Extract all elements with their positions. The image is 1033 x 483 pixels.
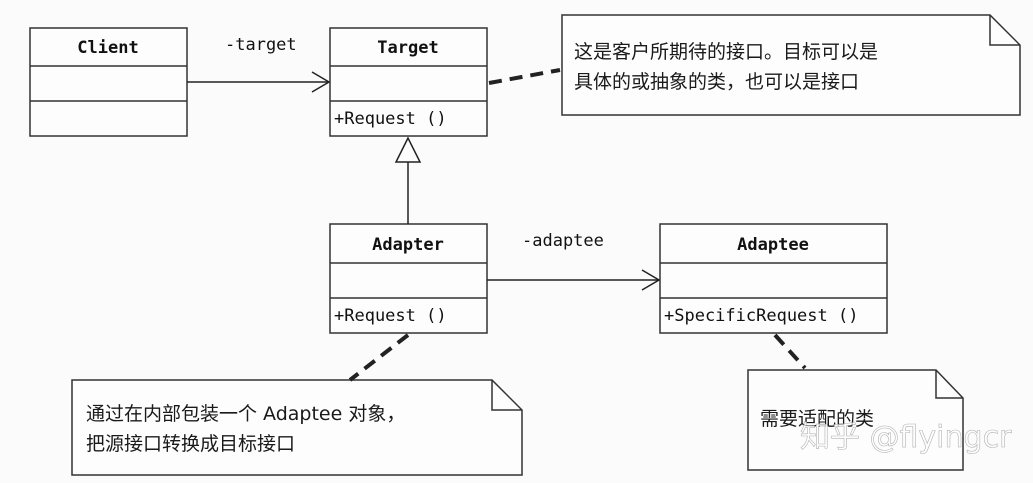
arrowhead-icon (311, 71, 331, 93)
note-adapter-line-1: 通过在内部包装一个 Adaptee 对象， (86, 403, 405, 425)
note-adaptee-line-1: 需要适配的类 (760, 408, 874, 430)
watermark: 知乎 @flyingcr (800, 420, 1012, 455)
role-label-adaptee: -adaptee (522, 231, 604, 251)
note-target-line-1: 这是客户所期待的接口。目标可以是 (574, 41, 878, 63)
class-name-adapter: Adapter (372, 235, 444, 255)
class-target (329, 27, 488, 137)
note-target (561, 14, 1021, 116)
note-anchor-target (488, 68, 561, 85)
note-anchor-adaptee (773, 333, 807, 370)
class-adaptee (659, 223, 888, 334)
note-adapter (71, 379, 523, 476)
class-name-target: Target (377, 38, 438, 58)
operation-target-request: +Request () (334, 109, 447, 129)
role-label-target: -target (225, 35, 297, 55)
inheritance-triangle-icon (394, 136, 422, 163)
arrowhead-icon (641, 269, 661, 291)
note-adapter-line-2: 把源接口转换成目标接口 (86, 433, 295, 455)
operation-adapter-request: +Request () (334, 306, 447, 326)
operation-adaptee-specificrequest: +SpecificRequest () (664, 306, 858, 326)
note-adaptee (747, 369, 964, 471)
class-client (29, 27, 188, 137)
class-adapter (329, 223, 488, 334)
note-anchor-adapter (348, 333, 410, 382)
class-name-adaptee: Adaptee (737, 235, 809, 255)
note-target-line-2: 具体的或抽象的类，也可以是接口 (574, 71, 859, 93)
class-name-client: Client (77, 38, 138, 58)
